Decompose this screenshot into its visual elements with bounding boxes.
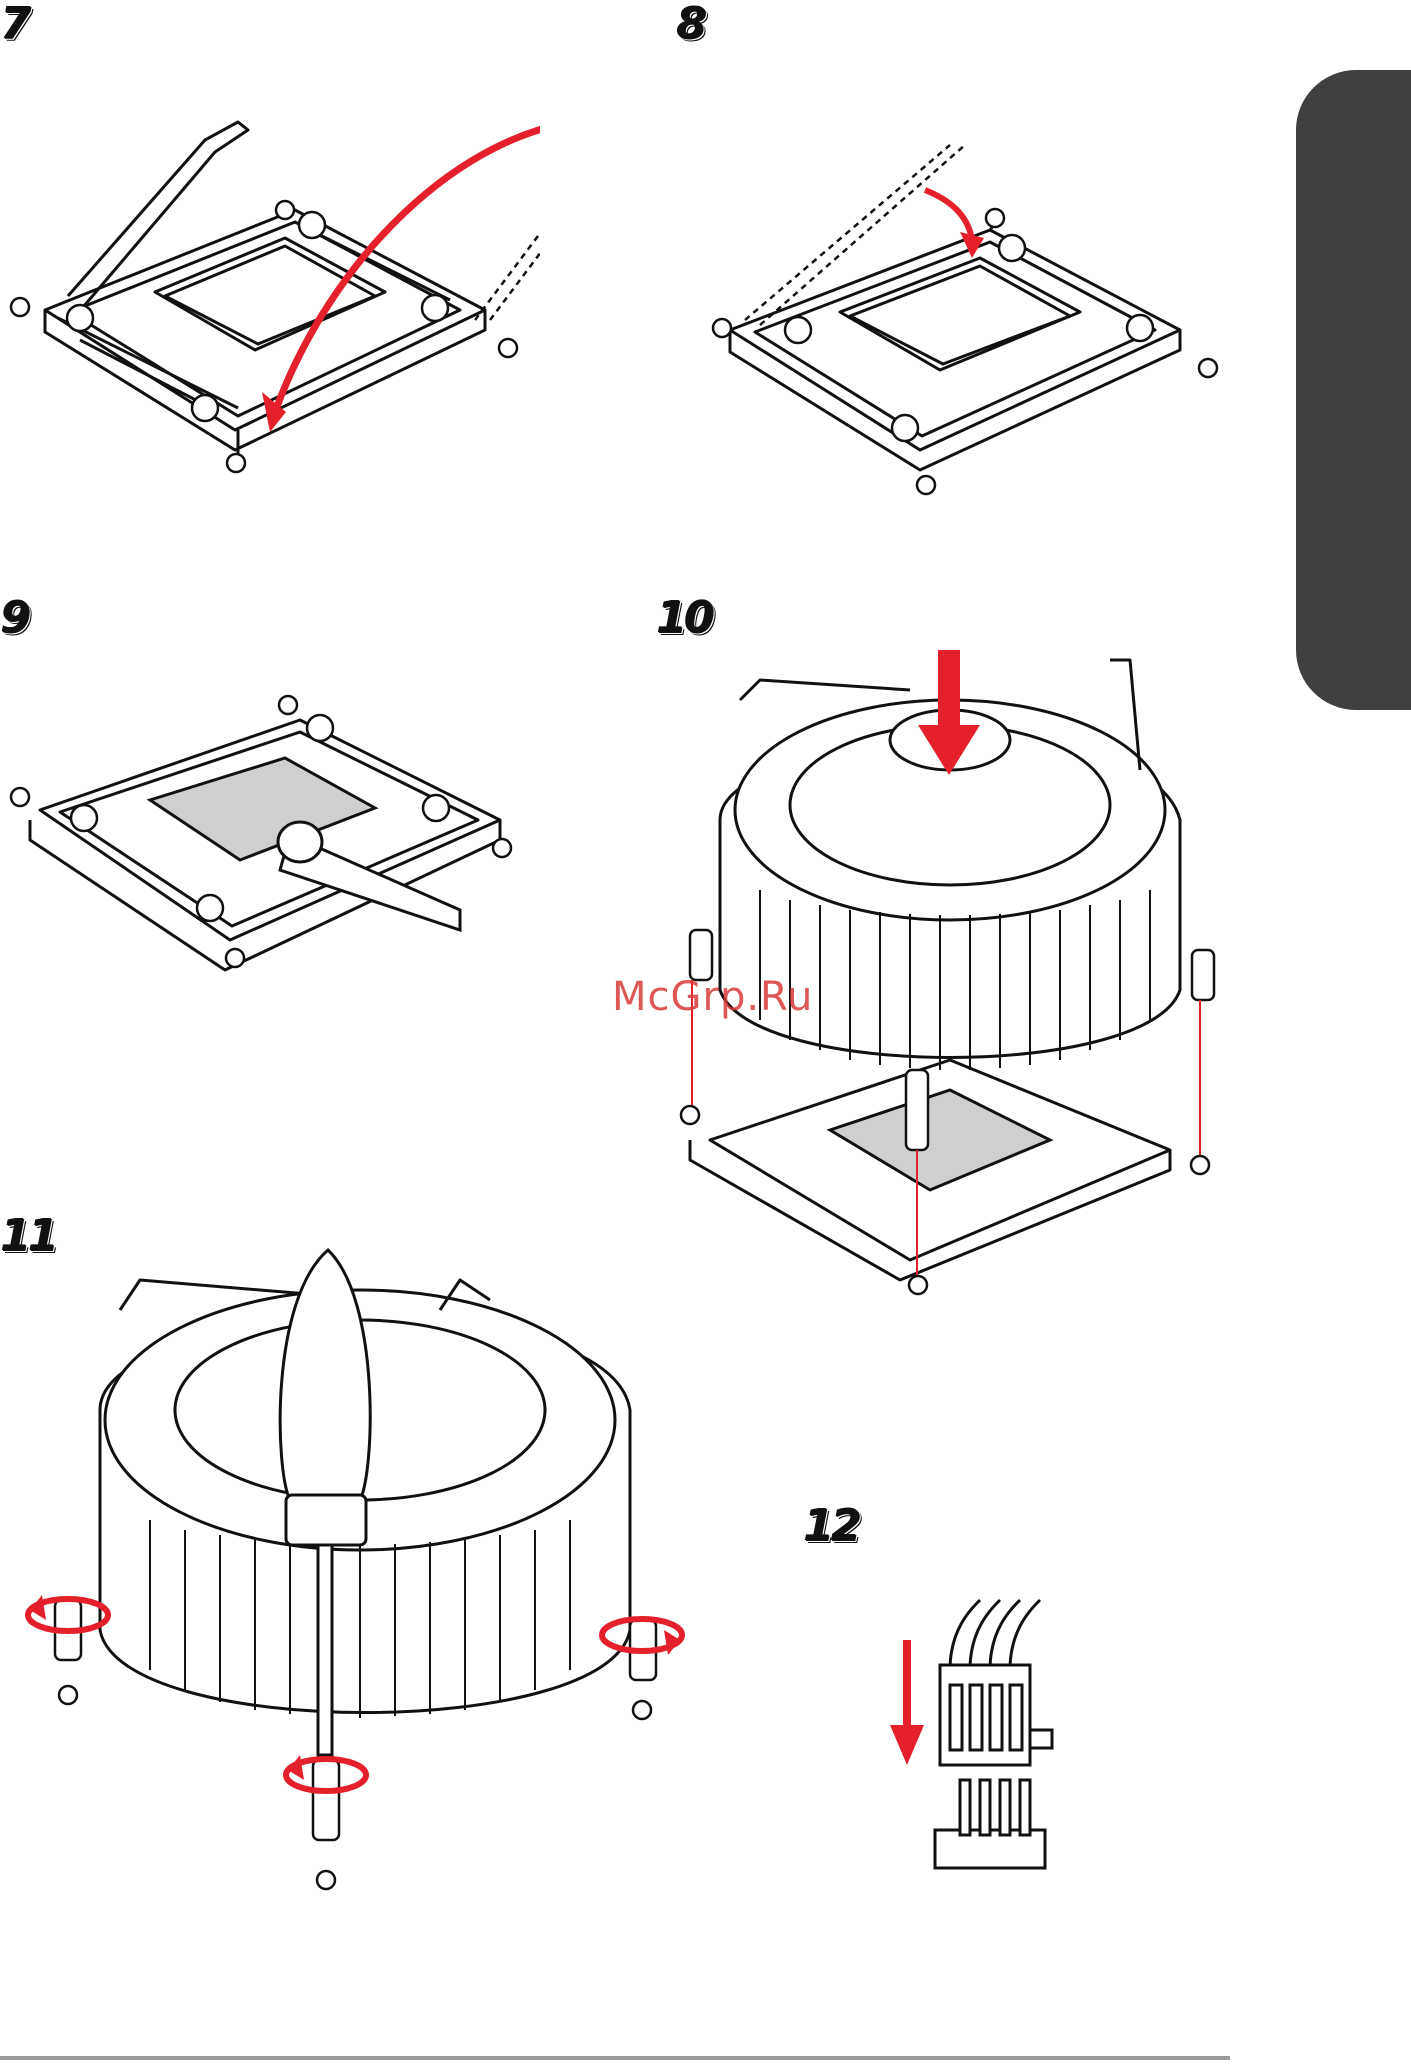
step-number-7: 7	[0, 0, 28, 49]
step8-socket-illustration	[700, 110, 1220, 510]
step-number-8: 8	[676, 0, 704, 49]
step12-down-arrow-icon	[890, 1640, 924, 1765]
thermal-paste-area	[150, 758, 375, 860]
chapter-side-tab	[1296, 70, 1411, 710]
step-number-12: 12	[803, 1500, 858, 1551]
step7-socket-illustration	[0, 60, 540, 490]
step9-thermal-paste-illustration	[0, 680, 540, 1000]
step-number-9: 9	[0, 592, 28, 643]
step-number-10: 10	[656, 592, 711, 643]
footer-rule	[0, 2056, 1230, 2060]
step11-cooler-screw-illustration	[20, 1240, 700, 1900]
step8-latch-arrow-icon	[925, 190, 972, 240]
step12-fan-connector-illustration	[880, 1590, 1080, 1890]
watermark-text: McGrp.Ru	[612, 974, 813, 1020]
